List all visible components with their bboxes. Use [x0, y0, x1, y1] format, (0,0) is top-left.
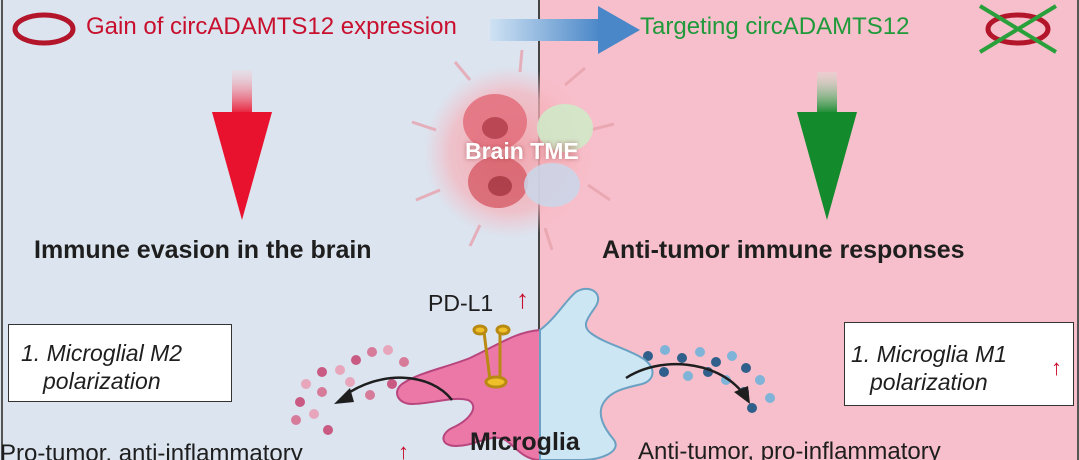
m1-box-line1: 1. Microglia M1 [851, 341, 1007, 367]
circrna-ring-icon [12, 12, 76, 46]
gain-expression-label: Gain of circADAMTS12 expression [86, 13, 457, 40]
crossed-ring-icon [978, 4, 1058, 54]
frame-left-border [1, 0, 3, 460]
pd-l1-label: PD-L1 [428, 290, 494, 316]
pro-tumor-label: Pro-tumor, anti-inflammatory [0, 440, 303, 460]
m2-box-line1: 1. Microglial M2 [21, 340, 183, 366]
m1-microglia-cell [539, 287, 654, 460]
frame-right-border [1077, 0, 1079, 460]
pro-tumor-up-arrow-icon: ↑ [398, 439, 409, 460]
m2-box-line2: polarization [43, 368, 161, 394]
m2-microglia-cell [396, 328, 541, 460]
m1-polarization-box: 1. Microglia M1 polarization ↑ [844, 322, 1074, 406]
brain-tme-cell-cluster [411, 49, 615, 251]
anti-tumor-label: Anti-tumor, pro-inflammatory [638, 438, 941, 460]
pro-tumor-cytokine-particles [291, 345, 409, 435]
m1-up-arrow-icon: ↑ [1051, 355, 1062, 380]
microglia-label: Microglia [470, 428, 580, 456]
m1-box-line2: polarization [870, 369, 988, 395]
green-down-arrow-icon [797, 72, 857, 220]
right-curved-arrow-icon [625, 362, 750, 404]
red-down-arrow-icon [212, 70, 272, 220]
brain-tme-label: Brain TME [465, 138, 579, 164]
blue-right-arrow-icon [490, 6, 640, 54]
pd-l1-up-arrow-icon: ↑ [516, 284, 529, 314]
pd-l1-receptor-icon [472, 324, 511, 389]
m2-polarization-box: 1. Microglial M2 polarization [8, 324, 232, 402]
left-heading: Immune evasion in the brain [34, 236, 372, 264]
right-heading: Anti-tumor immune responses [602, 236, 965, 264]
left-curved-arrow-icon [334, 376, 453, 404]
targeting-label: Targeting circADAMTS12 [640, 13, 910, 40]
